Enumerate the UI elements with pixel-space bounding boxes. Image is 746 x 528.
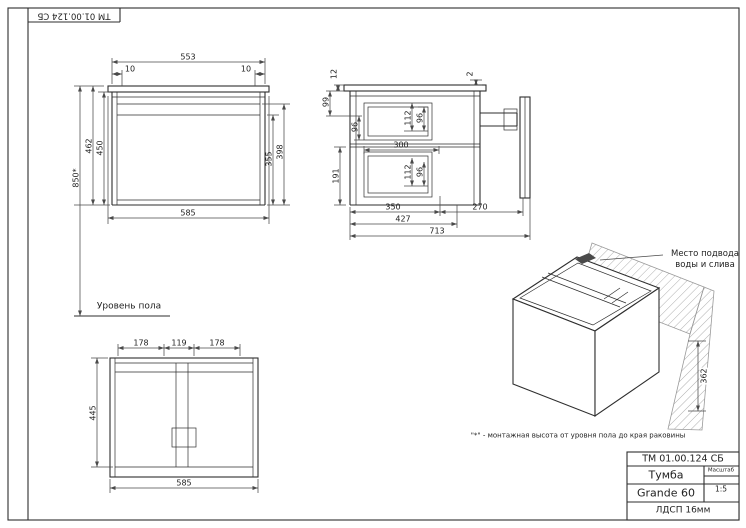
dim-bottom-right-section: 178 <box>209 338 225 348</box>
dim-front-total-width: 585 <box>180 208 196 218</box>
dim-side-upper-inner-b: 96 <box>415 112 425 124</box>
dim-front-mounting-height: 850* <box>71 168 81 188</box>
bottom-view-dimensions <box>91 344 259 493</box>
titleblock-scale-label: Масштаб <box>707 467 735 474</box>
dim-bottom-width: 585 <box>176 478 192 488</box>
mounting-height-footnote: "*" - монтажная высота от уровня пола до… <box>470 431 686 440</box>
dim-bottom-left-section: 178 <box>133 338 149 348</box>
front-view-dimensions <box>74 58 290 316</box>
dim-front-carcass-height: 450 <box>95 140 105 156</box>
dim-front-level-398: 398 <box>275 144 285 160</box>
title-block-lines <box>626 451 740 521</box>
titleblock-material: ЛДСП 16мм <box>655 505 711 516</box>
dim-side-top-offset: 99 <box>321 96 331 108</box>
front-view-object <box>74 85 270 317</box>
dim-iso-wall-height: 362 <box>699 367 709 385</box>
dim-front-total-height: 462 <box>84 138 94 154</box>
bottom-view-object <box>109 357 259 478</box>
dim-side-upper-inner-a: 112 <box>403 110 413 126</box>
side-view-dimensions <box>326 79 531 240</box>
dim-side-lower-inner-a: 112 <box>403 164 413 180</box>
titleblock-model: Grande 60 <box>636 486 696 500</box>
water-point-label: Место подвода воды и слива <box>671 249 739 271</box>
dim-bottom-center-section: 119 <box>171 338 187 348</box>
dim-front-overhang-left: 10 <box>124 64 136 74</box>
dim-front-overhang-right: 10 <box>240 64 252 74</box>
water-point-label-line2: воды и слива <box>675 260 735 270</box>
side-view-object <box>343 84 531 206</box>
dim-bottom-depth: 445 <box>88 405 98 421</box>
titleblock-doc-number: ТМ 01.00.124 СБ <box>642 453 724 465</box>
corner-stamp-doc-number: ТМ 01.00.124 СБ <box>37 10 111 21</box>
dim-front-level-355: 355 <box>264 151 274 167</box>
water-point-label-line1: Место подвода <box>670 249 740 259</box>
iso-cabinet <box>511 253 664 418</box>
sheet-frame <box>7 7 740 521</box>
titleblock-product: Тумба <box>648 468 684 482</box>
dim-side-depth-427: 427 <box>395 214 411 224</box>
dim-side-mid-width: 300 <box>393 140 409 150</box>
dim-side-depth-full: 713 <box>429 226 445 236</box>
titleblock-scale-value: 1:5 <box>714 484 728 494</box>
dim-side-upper-front: 96 <box>350 121 360 133</box>
dim-front-top-width: 553 <box>180 52 196 62</box>
dim-side-top-thickness: 12 <box>329 68 339 80</box>
floor-level-label: Уровень пола <box>96 301 162 312</box>
dim-side-depth-carcass: 350 <box>385 202 401 212</box>
dim-side-back-gap: 2 <box>465 71 475 77</box>
dim-side-lower-inner-b: 96 <box>415 166 425 178</box>
dim-side-rail-extension: 270 <box>472 202 488 212</box>
dim-side-lower-height: 191 <box>331 168 341 184</box>
iso-dimensions <box>688 340 706 412</box>
